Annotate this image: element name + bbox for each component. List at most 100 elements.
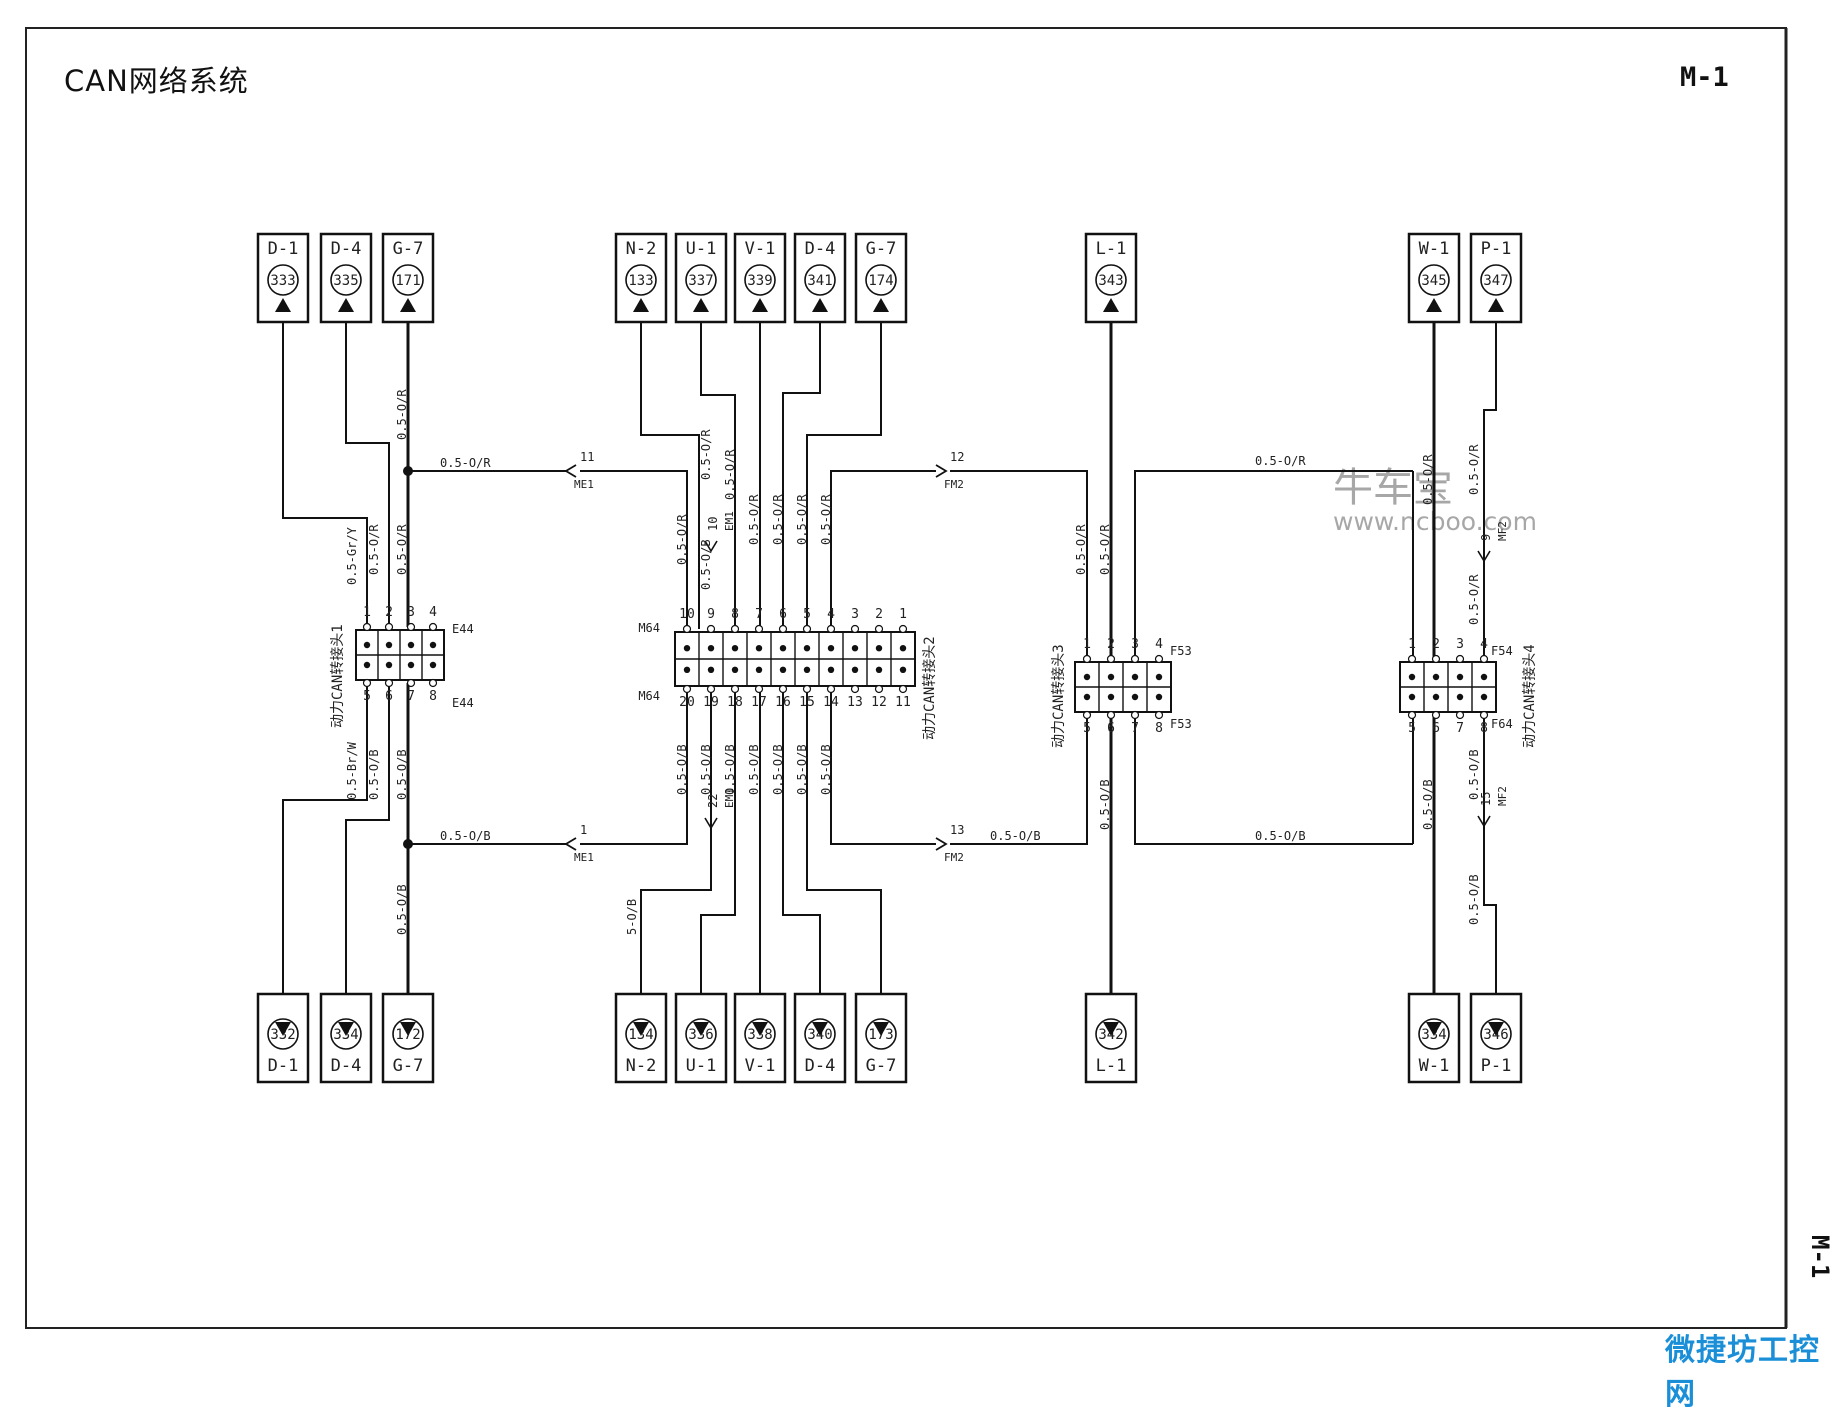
connector-pin-bottom [1408, 693, 1416, 701]
pin-label-top: 4 [429, 605, 437, 620]
terminal-code: L-1 [1096, 1056, 1127, 1076]
connector-pin-bottom [779, 666, 787, 673]
terminal-code: D-4 [331, 239, 362, 259]
wire-label-gry: 0.5-Gr/Y [345, 526, 359, 585]
bottom-terminal-7: 173G-7 [854, 992, 908, 1084]
wire-label: 0.5-O/R [1255, 454, 1306, 468]
wire-label: 0.5-O/R [795, 494, 809, 545]
junction-chevron [935, 464, 948, 478]
terminal-circle [744, 264, 776, 296]
pin-label-top: 3 [1456, 637, 1464, 652]
terminal-arrow [693, 1022, 709, 1036]
connector-pin-socket [1431, 654, 1441, 664]
junction-chevron [1477, 815, 1491, 828]
connector-pin-socket [850, 684, 860, 694]
connector-pin-socket [428, 622, 438, 632]
connector-pin-socket [1130, 654, 1140, 664]
wire-label: 0.5-O/B [747, 744, 761, 795]
junction-pin: 10 [706, 517, 720, 531]
wire-label: 0.5-O/R [675, 514, 689, 565]
connector-pin-top [827, 645, 835, 652]
connector-pin-socket [1106, 710, 1116, 720]
pin-label-bottom: 6 [1432, 721, 1440, 736]
pin-label-bottom: 14 [823, 695, 839, 710]
wire-label: 0.5-O/R [395, 524, 409, 575]
wire-label: 0.5-O/B [440, 829, 491, 843]
pin-label-bottom: 5 [363, 689, 371, 704]
connector-pin-bottom [827, 666, 835, 673]
wire-label: 0.5-O/B [990, 829, 1041, 843]
wire-label: 0.5-O/R [771, 494, 785, 545]
junction-chevron [564, 464, 577, 478]
wire-label: 0.5-O/R [723, 449, 737, 500]
junction-pin: 22 [706, 794, 720, 808]
terminal-code: U-1 [686, 239, 717, 259]
pin-label-bottom: 17 [751, 695, 767, 710]
connector-pin-top [385, 641, 393, 649]
wire-n2-top [640, 320, 700, 629]
page-title: CAN网络系统 [64, 64, 249, 98]
wire-c3-c4-top [1134, 470, 1413, 659]
connector-pin-socket [1479, 654, 1489, 664]
wire-label: 0.5-O/B [699, 539, 713, 590]
connector-name: 动力CAN转接头2 [921, 636, 938, 740]
pin-label-bottom: 18 [727, 695, 743, 710]
terminal-code: G-7 [393, 1056, 424, 1076]
connector-pin-bottom [755, 666, 763, 673]
terminal-arrow [1103, 1022, 1119, 1036]
pin-label-top: 2 [1107, 637, 1115, 652]
wire-label: 0.5-O/B [819, 744, 833, 795]
terminal-arrow [1426, 298, 1442, 312]
wire-d4-top [345, 320, 390, 627]
junction-id: MF2 [1496, 786, 1509, 806]
connector-pin-top [1432, 673, 1440, 681]
pin-label-top: 6 [779, 607, 787, 622]
wiring-diagram-sheet: CAN网络系统 M-1 M-1 牛车宝 www.ncboo.com 微捷坊工控网… [25, 27, 1834, 1412]
connector-id-top: E44 [452, 622, 474, 636]
connector-pin-socket [384, 678, 394, 688]
junction-id: ME1 [574, 851, 594, 864]
terminal-arrow [693, 298, 709, 312]
pin-label-bottom: 7 [407, 689, 415, 704]
connector-pin-socket [362, 678, 372, 688]
terminal-circle [392, 264, 424, 296]
terminal-arrow [752, 298, 768, 312]
wire-label: 0.5-O/B [1467, 749, 1481, 800]
connector-pin-top [851, 645, 859, 652]
wire-label: 0.5-O/B [1255, 829, 1306, 843]
junction-pin: 13 [950, 823, 964, 837]
connector-pin-bottom [1107, 693, 1115, 701]
connector-id-bottom: F64 [1491, 717, 1513, 731]
pin-label-bottom: 8 [429, 689, 437, 704]
terminal-arrow [400, 298, 416, 312]
junction-pin: 1 [580, 823, 587, 837]
connector-pin-socket [1154, 710, 1164, 720]
pin-label-top: 4 [1155, 637, 1163, 652]
connector-pin-socket [778, 624, 788, 634]
terminal-arrow [1426, 1022, 1442, 1036]
connector-pin-bottom [707, 666, 715, 673]
connector-pin-bottom [803, 666, 811, 673]
pin-label-bottom: 7 [1456, 721, 1464, 736]
bottom-terminal-5: 338V-1 [733, 992, 787, 1084]
terminal-number: 337 [688, 273, 713, 289]
pin-label-bottom: 6 [385, 689, 393, 704]
connector-pin-top [1107, 673, 1115, 681]
wire-label: 0.5-O/B [795, 744, 809, 795]
terminal-code: P-1 [1481, 239, 1512, 259]
wire-g7b-top [806, 320, 882, 629]
wire-label: 0.5-O/R [747, 494, 761, 545]
connector-pin-bottom [1131, 693, 1139, 701]
wire-label: 0.5-O/B [367, 749, 381, 800]
terminal-number: 333 [270, 273, 295, 289]
pin-label-top: 5 [803, 607, 811, 622]
pin-label-bottom: 5 [1083, 721, 1091, 736]
